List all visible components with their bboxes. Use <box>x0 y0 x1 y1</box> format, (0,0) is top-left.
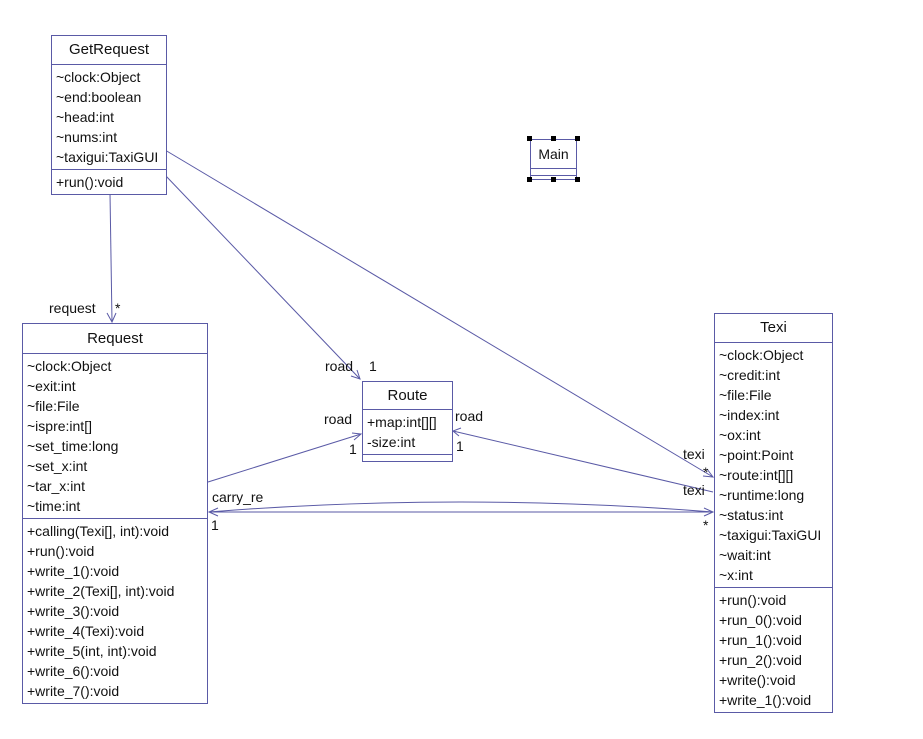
method: +write_6():void <box>27 663 120 679</box>
assoc-texi-route[interactable] <box>452 430 714 493</box>
attribute: ~clock:Object <box>719 347 804 363</box>
role-label: request <box>49 300 96 316</box>
assoc-getrequest-texi[interactable] <box>164 149 714 478</box>
method: +write_2(Texi[], int):void <box>27 583 175 599</box>
method: +run():void <box>27 543 95 559</box>
selection-handle[interactable] <box>551 177 556 182</box>
arrowhead <box>703 507 715 517</box>
attribute: +map:int[][] <box>367 414 437 430</box>
multiplicity-label: 1 <box>369 358 377 374</box>
attributes-section: ~clock:Object ~end:boolean ~head:int ~nu… <box>52 65 166 170</box>
multiplicity-label: * <box>703 464 709 480</box>
method: +run_1():void <box>719 632 802 648</box>
class-name: Request <box>23 324 207 354</box>
arrowhead <box>702 468 715 478</box>
attribute: ~point:Point <box>719 447 794 463</box>
attribute: ~ispre:int[] <box>27 418 92 434</box>
method: +write_1():void <box>27 563 120 579</box>
multiplicity-label: 1 <box>456 438 464 454</box>
role-label: texi <box>683 446 705 462</box>
role-label: carry_re <box>212 489 264 505</box>
multiplicity-label: 1 <box>349 441 357 457</box>
selection-handle[interactable] <box>575 177 580 182</box>
attribute: ~exit:int <box>27 378 76 394</box>
method: +write_1():void <box>719 692 812 708</box>
attribute: ~tar_x:int <box>27 478 85 494</box>
attribute: ~route:int[][] <box>719 467 794 483</box>
arrowhead <box>351 432 363 441</box>
multiplicity-label: * <box>703 517 709 533</box>
attribute: ~taxigui:TaxiGUI <box>56 149 159 165</box>
attribute: ~head:int <box>56 109 114 125</box>
multiplicity-label: * <box>115 300 121 316</box>
attribute: ~file:File <box>27 398 80 414</box>
attribute: ~nums:int <box>56 129 118 145</box>
attribute: ~ox:int <box>719 427 761 443</box>
class-name: Main <box>531 140 576 169</box>
attribute: ~x:int <box>719 567 753 583</box>
assoc-request-texi[interactable] <box>208 501 714 513</box>
assoc-getrequest-request[interactable] <box>109 192 113 323</box>
role-label: road <box>455 408 484 424</box>
role-label: texi <box>683 482 705 498</box>
class-name: GetRequest <box>52 36 166 65</box>
role-label: road <box>325 358 354 374</box>
attribute: ~runtime:long <box>719 487 805 503</box>
arrowhead <box>350 369 361 380</box>
class-main[interactable]: Main <box>530 139 577 180</box>
class-name: Route <box>363 382 452 410</box>
arrowhead <box>207 507 219 517</box>
method: +run_2():void <box>719 652 802 668</box>
methods-section <box>363 455 452 461</box>
attribute: ~status:int <box>719 507 784 523</box>
method: +run_0():void <box>719 612 802 628</box>
class-texi[interactable]: Texi ~clock:Object ~credit:int ~file:Fil… <box>714 313 833 713</box>
method: +calling(Texi[], int):void <box>27 523 170 539</box>
attribute: ~end:boolean <box>56 89 142 105</box>
class-request[interactable]: Request ~clock:Object ~exit:int ~file:Fi… <box>22 323 208 704</box>
role-label: road <box>324 411 353 427</box>
attribute: ~credit:int <box>719 367 781 383</box>
class-name: Texi <box>715 314 832 343</box>
class-route[interactable]: Route +map:int[][] -size:int <box>362 381 453 462</box>
multiplicity-label: 1 <box>211 517 219 533</box>
assoc-getrequest-route[interactable] <box>164 174 361 380</box>
assoc-request-route[interactable] <box>207 433 362 483</box>
method: +write_3():void <box>27 603 120 619</box>
arrowhead <box>452 427 462 437</box>
selection-handle[interactable] <box>551 136 556 141</box>
attribute: ~set_time:long <box>27 438 119 454</box>
attribute: ~taxigui:TaxiGUI <box>719 527 822 543</box>
method: +run():void <box>56 174 124 190</box>
attributes-section: ~clock:Object ~credit:int ~file:File ~in… <box>715 343 832 588</box>
method: +run():void <box>719 592 787 608</box>
selection-handle[interactable] <box>527 136 532 141</box>
methods-section: +calling(Texi[], int):void +run():void +… <box>23 519 207 703</box>
attribute: ~time:int <box>27 498 81 514</box>
attribute: -size:int <box>367 434 416 450</box>
attribute: ~index:int <box>719 407 780 423</box>
attribute: ~clock:Object <box>27 358 112 374</box>
attributes-section: ~clock:Object ~exit:int ~file:File ~ispr… <box>23 354 207 519</box>
attribute: ~file:File <box>719 387 772 403</box>
methods-section: +run():void <box>52 170 166 194</box>
attribute: ~wait:int <box>719 547 771 563</box>
attributes-section: +map:int[][] -size:int <box>363 410 452 455</box>
method: +write_7():void <box>27 683 120 699</box>
methods-section: +run():void +run_0():void +run_1():void … <box>715 588 832 712</box>
arrowhead <box>106 312 117 324</box>
class-getrequest[interactable]: GetRequest ~clock:Object ~end:boolean ~h… <box>51 35 167 195</box>
method: +write_5(int, int):void <box>27 643 157 659</box>
selection-handle[interactable] <box>575 136 580 141</box>
method: +write():void <box>719 672 796 688</box>
attributes-section <box>531 169 576 176</box>
method: +write_4(Texi):void <box>27 623 145 639</box>
attribute: ~set_x:int <box>27 458 88 474</box>
attribute: ~clock:Object <box>56 69 141 85</box>
selection-handle[interactable] <box>527 177 532 182</box>
